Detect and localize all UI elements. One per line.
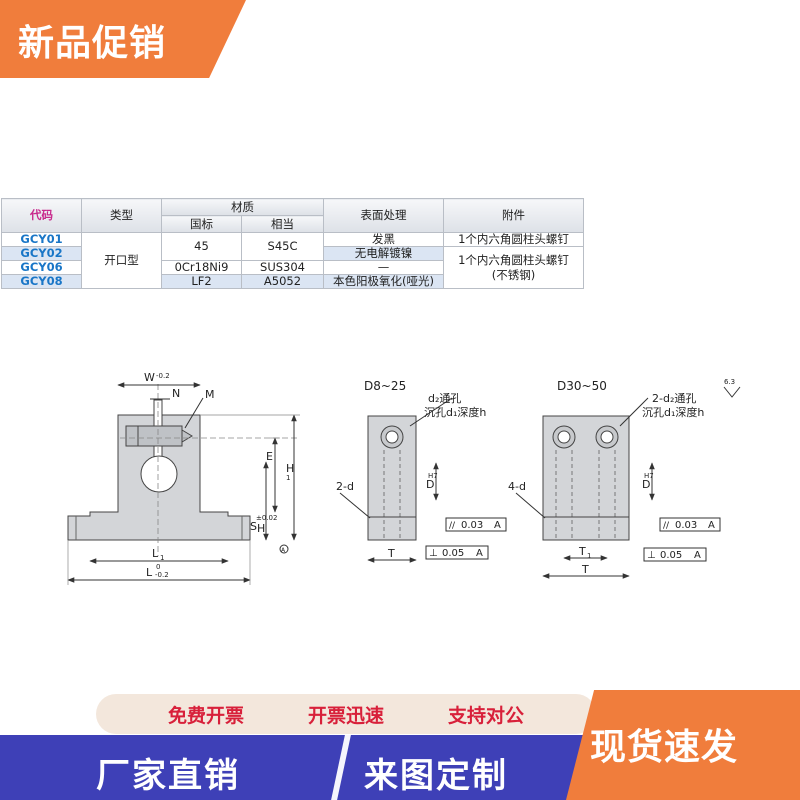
svg-text://: // (663, 521, 670, 531)
large-title: D30~50 (557, 379, 607, 393)
large-t1-sub: 1 (587, 552, 591, 560)
table-row: GCY01 开口型 45 S45C 发黑 1个内六角圆柱头螺钉 (1, 232, 584, 289)
service-pill: 免费开票 开票迅速 支持对公 (96, 694, 596, 734)
large-parallel-value: 0.03 (675, 520, 697, 531)
accessory-cell: 1个内六角圆柱头螺钉 (443, 232, 584, 247)
header-material: 材质 (161, 198, 324, 216)
svg-text://: // (449, 521, 456, 531)
surface-cell: 本色阳极氧化(哑光) (323, 274, 444, 289)
large-perp-datum: A (694, 550, 701, 561)
large-hole-note-2: 沉孔d₁深度h (642, 405, 704, 419)
header-surface: 表面处理 (323, 198, 444, 233)
spec-table: 代码 类型 材质 表面处理 附件 国标 相当 GCY01 开口型 45 S45C… (1, 198, 584, 289)
svg-text:⊥: ⊥ (647, 550, 656, 561)
material-std-cell: 0Cr18Ni9 (161, 260, 242, 275)
accessory-line: (不锈钢) (491, 267, 536, 282)
small-perp-datum: A (476, 548, 483, 559)
header-accessory: 附件 (443, 198, 584, 233)
banner-right-text: 来图定制 (364, 756, 508, 796)
surface-cell: 无电解镀镍 (323, 246, 444, 261)
type-cell: 开口型 (81, 232, 162, 289)
pill-item: 开票迅速 (307, 704, 384, 727)
h1-label: H (286, 462, 294, 475)
large-t1-label: T (578, 545, 586, 558)
promo-title: 新品促销 (18, 23, 167, 64)
promo-tag: 新品促销 (0, 0, 246, 78)
large-hole-note-1: 2-d₂通孔 (652, 392, 696, 405)
h-tolerance: ±0.02 (256, 514, 277, 522)
roughness-label: 6.3 (724, 378, 735, 386)
side-view-large: D30~50 2-d₂通孔 沉孔d₁深度h 6.3 D H7 4-d T 1 T… (508, 378, 741, 579)
material-std-cell: LF2 (161, 274, 242, 289)
small-t-label: T (387, 547, 395, 560)
l1-sub: 1 (160, 554, 164, 562)
surface-cell: 发黑 (323, 232, 444, 247)
l-label: L (146, 566, 153, 579)
large-d-tol: H7 (644, 472, 654, 480)
large-parallel-datum: A (708, 520, 715, 531)
accessory-cell-stainless: 1个内六角圆柱头螺钉 (不锈钢) (443, 246, 584, 289)
small-side-label: 2-d (336, 480, 354, 493)
surface-cell: — (323, 260, 444, 275)
pill-item: 支持对公 (447, 704, 524, 727)
front-view: W -0.2 N M E H 1 H ±0.02 S A L 1 L 0 -0.… (67, 371, 300, 585)
datum-label: A (281, 547, 286, 554)
small-parallel-datum: A (494, 520, 501, 531)
row-code: GCY08 (1, 274, 82, 289)
material-equiv-cell: SUS304 (241, 260, 324, 275)
material-equiv-cell: S45C (241, 232, 324, 261)
row-code: GCY01 (1, 232, 82, 247)
h-label: H (257, 522, 265, 535)
w-tolerance: -0.2 (156, 372, 170, 380)
small-parallel-value: 0.03 (461, 520, 483, 531)
m-label: M (205, 388, 215, 401)
large-perp-value: 0.05 (660, 550, 682, 561)
large-d-label: D (642, 478, 650, 491)
accessory-line: 1个内六角圆柱头螺钉 (458, 252, 569, 267)
table-row: GCY02 无电解镀镍 1个内六角圆柱头螺钉 (不锈钢) (1, 246, 584, 289)
e-label: E (266, 450, 273, 463)
large-t-label: T (581, 563, 589, 576)
small-hole-note-1: d₂通孔 (428, 392, 461, 405)
svg-text:⊥: ⊥ (429, 548, 438, 559)
small-hole-note-2: 沉孔d₁深度h (424, 405, 486, 419)
n-label: N (172, 387, 180, 400)
banner-left-text: 厂家直销 (96, 756, 240, 796)
small-d-label: D (426, 478, 434, 491)
technical-drawing: W -0.2 N M E H 1 H ±0.02 S A L 1 L 0 -0.… (67, 371, 741, 585)
pill-item: 免费开票 (167, 704, 244, 727)
header-code: 代码 (1, 198, 82, 233)
large-side-label: 4-d (508, 480, 526, 493)
material-equiv-cell: A5052 (241, 274, 324, 289)
header-type: 类型 (81, 198, 162, 233)
l-tol-upper: 0 (156, 563, 160, 571)
banner-divider (331, 735, 351, 800)
table-subheader-row: 国标 相当 (2, 215, 584, 233)
w-label: W (144, 371, 155, 384)
material-std-cell: 45 (161, 232, 242, 261)
small-title: D8~25 (364, 379, 406, 393)
l-tol-lower: -0.2 (155, 571, 169, 579)
spot-tag: 现货速发 (566, 690, 800, 800)
row-code: GCY02 (1, 246, 82, 261)
header-material-std: 国标 (161, 215, 242, 233)
l1-label: L (152, 547, 159, 560)
table-header-row: 代码 类型 材质 表面处理 附件 (1, 198, 584, 233)
spot-text: 现货速发 (590, 727, 739, 768)
row-code: GCY06 (1, 260, 82, 275)
table-row: GCY08 LF2 A5052 本色阳极氧化(哑光) (1, 274, 584, 289)
small-d-tol: H7 (428, 472, 438, 480)
h1-sub: 1 (286, 474, 290, 482)
header-material-equiv: 相当 (241, 215, 324, 233)
side-view-small: D8~25 d₂通孔 沉孔d₁深度h D H7 2-d T // 0.03 A … (336, 379, 507, 563)
small-perp-value: 0.05 (442, 548, 464, 559)
s-label: S (250, 520, 257, 533)
